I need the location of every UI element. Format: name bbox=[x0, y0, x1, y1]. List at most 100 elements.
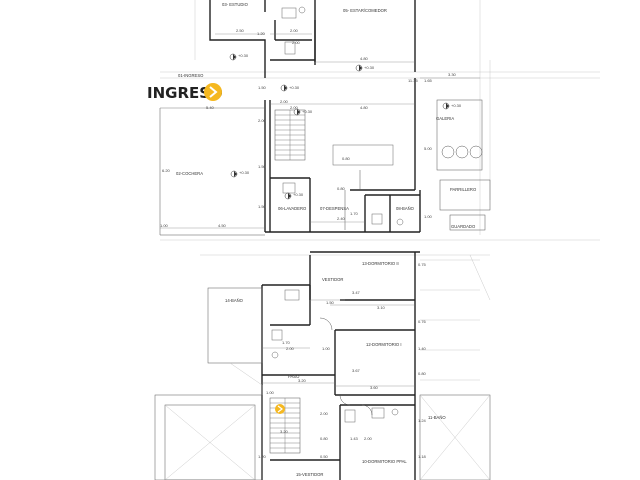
dim-label: 4.80 bbox=[360, 56, 369, 61]
toilet-bano11 bbox=[344, 409, 356, 423]
level-marker: +0.30 bbox=[355, 64, 375, 72]
dim-label: 2.00 bbox=[290, 28, 299, 33]
door-swing bbox=[339, 394, 351, 406]
svg-text:+0.30: +0.30 bbox=[238, 53, 249, 58]
room-galeria: GALERIA bbox=[436, 116, 454, 121]
dim-label: 2.00 bbox=[320, 411, 329, 416]
dim-label: 0.80 bbox=[342, 156, 351, 161]
dim-label: 3.30 bbox=[448, 72, 457, 77]
room-bano-11: 11-BAÑO bbox=[428, 415, 446, 420]
door-swing bbox=[361, 404, 373, 416]
dim-label: 5.00 bbox=[424, 146, 433, 151]
room-cochera: 02-COCHERA bbox=[176, 171, 203, 176]
dim-label: 3.10 bbox=[377, 305, 386, 310]
ingreso-label: INGRESO bbox=[147, 84, 223, 102]
sink-bano08 bbox=[396, 218, 404, 226]
galeria-table-1 bbox=[441, 145, 455, 159]
dim-label: 4.50 bbox=[218, 223, 227, 228]
svg-text:+0.30: +0.30 bbox=[451, 103, 462, 108]
bathtub-bano14 bbox=[284, 289, 300, 301]
dim-label: 1.24 bbox=[418, 418, 427, 423]
dim-label: 0.80 bbox=[337, 186, 346, 191]
sink-bano14 bbox=[271, 351, 279, 359]
dim-label: 1.00 bbox=[424, 214, 433, 219]
svg-text:+0.30: +0.30 bbox=[239, 170, 250, 175]
dim-label: 1.00 bbox=[322, 346, 331, 351]
toilet-estudio bbox=[284, 41, 296, 55]
level-marker: +0.30 bbox=[442, 102, 462, 110]
dim-label: 1.50 bbox=[326, 300, 335, 305]
toilet-bano08 bbox=[371, 213, 383, 225]
stair-ground bbox=[274, 109, 306, 161]
dim-label: 3.20 bbox=[280, 429, 289, 434]
ingreso-callout: INGRESO bbox=[147, 83, 223, 102]
upper-floor-plan: VESTIDOR 13-DORMITORIO II 14-BAÑO 12-DOR… bbox=[154, 251, 491, 480]
dim-label: 1.43 bbox=[350, 436, 359, 441]
room-dormitorio-2: 13-DORMITORIO II bbox=[362, 261, 399, 266]
dim-label: 3.20 bbox=[298, 378, 307, 383]
dim-label: 3.47 bbox=[352, 290, 361, 295]
svg-text:+0.30: +0.30 bbox=[289, 85, 300, 90]
parrillero-block bbox=[439, 179, 491, 211]
arrow-right-icon bbox=[275, 404, 285, 414]
dim-label: 3.67 bbox=[352, 368, 361, 373]
dim-label: 1.50 bbox=[258, 204, 267, 209]
room-dormitorio-1: 12-DORMITORIO I bbox=[366, 342, 402, 347]
dim-label: 2.00 bbox=[286, 346, 295, 351]
dim-label: 3.60 bbox=[370, 385, 379, 390]
room-guardado: GUARDADO bbox=[451, 224, 476, 229]
dim-label: 0.50 bbox=[320, 454, 329, 459]
room-despensa: 07-DESPENSA bbox=[320, 206, 349, 211]
roof-bano14 bbox=[207, 287, 263, 364]
dim-label: 1.65 bbox=[424, 78, 433, 83]
level-marker: +0.30 bbox=[229, 53, 249, 61]
level-marker: +0.30 bbox=[284, 192, 304, 200]
dim-label: 0.80 bbox=[320, 436, 329, 441]
sink-bano11 bbox=[391, 408, 399, 416]
level-marker: +0.30 bbox=[230, 170, 250, 178]
room-dormitorio-ppal: 10-DORMITORIO PPAL bbox=[362, 459, 407, 464]
svg-text:+0.30: +0.30 bbox=[364, 65, 375, 70]
level-marker: +0.30 bbox=[293, 108, 313, 116]
dim-label: 4.80 bbox=[360, 105, 369, 110]
dim-label: 5.40 bbox=[206, 105, 215, 110]
dim-label: 1.00 bbox=[160, 223, 169, 228]
dim-label: 1.18 bbox=[418, 454, 427, 459]
door-swing bbox=[319, 317, 333, 331]
dim-label: 1.20 bbox=[257, 31, 266, 36]
dim-label: 2.40 bbox=[337, 216, 346, 221]
kitchen-island bbox=[332, 144, 394, 166]
dim-label: 6.20 bbox=[162, 168, 171, 173]
room-vestidor: VESTIDOR bbox=[322, 277, 343, 282]
guardado-block bbox=[449, 214, 486, 231]
room-ingreso: 01-INGRESO bbox=[178, 73, 204, 78]
dim-label: 1.40 bbox=[418, 346, 427, 351]
toilet-bano14 bbox=[271, 329, 283, 341]
dim-label: 11.35 bbox=[408, 78, 418, 83]
dim-label: 1.70 bbox=[350, 211, 359, 216]
room-paso: PASO bbox=[288, 374, 300, 379]
svg-text:+0.30: +0.30 bbox=[293, 192, 304, 197]
dim-label: 2.00 bbox=[280, 99, 289, 104]
sink-estudio bbox=[298, 6, 306, 14]
room-estudio: 03- ESTUDIO bbox=[222, 2, 249, 7]
dim-label: 2.50 bbox=[236, 28, 245, 33]
dim-label: 2.00 bbox=[290, 105, 299, 110]
stair-upper bbox=[269, 397, 301, 454]
ground-floor-plan: 03- ESTUDIO 05- ESTAR/COMEDOR 01-INGRESO… bbox=[159, 0, 600, 241]
dim-label: 0.75 bbox=[418, 262, 427, 267]
dim-label: 0.76 bbox=[418, 319, 427, 324]
dim-label: 1.50 bbox=[258, 164, 267, 169]
dim-label: 1.50 bbox=[258, 85, 267, 90]
bathtub-estudio bbox=[281, 7, 297, 19]
dim-label: 2.00 bbox=[292, 40, 301, 45]
galeria-table-3 bbox=[469, 145, 483, 159]
dim-label: 1.00 bbox=[266, 390, 275, 395]
dim-label: 1.20 bbox=[258, 454, 267, 459]
galeria-table-2 bbox=[455, 145, 469, 159]
room-estar-comedor: 05- ESTAR/COMEDOR bbox=[343, 8, 387, 13]
svg-text:+0.30: +0.30 bbox=[302, 109, 313, 114]
dim-label: 2.00 bbox=[364, 436, 373, 441]
room-parrillero: PARRILLERO bbox=[450, 187, 477, 192]
